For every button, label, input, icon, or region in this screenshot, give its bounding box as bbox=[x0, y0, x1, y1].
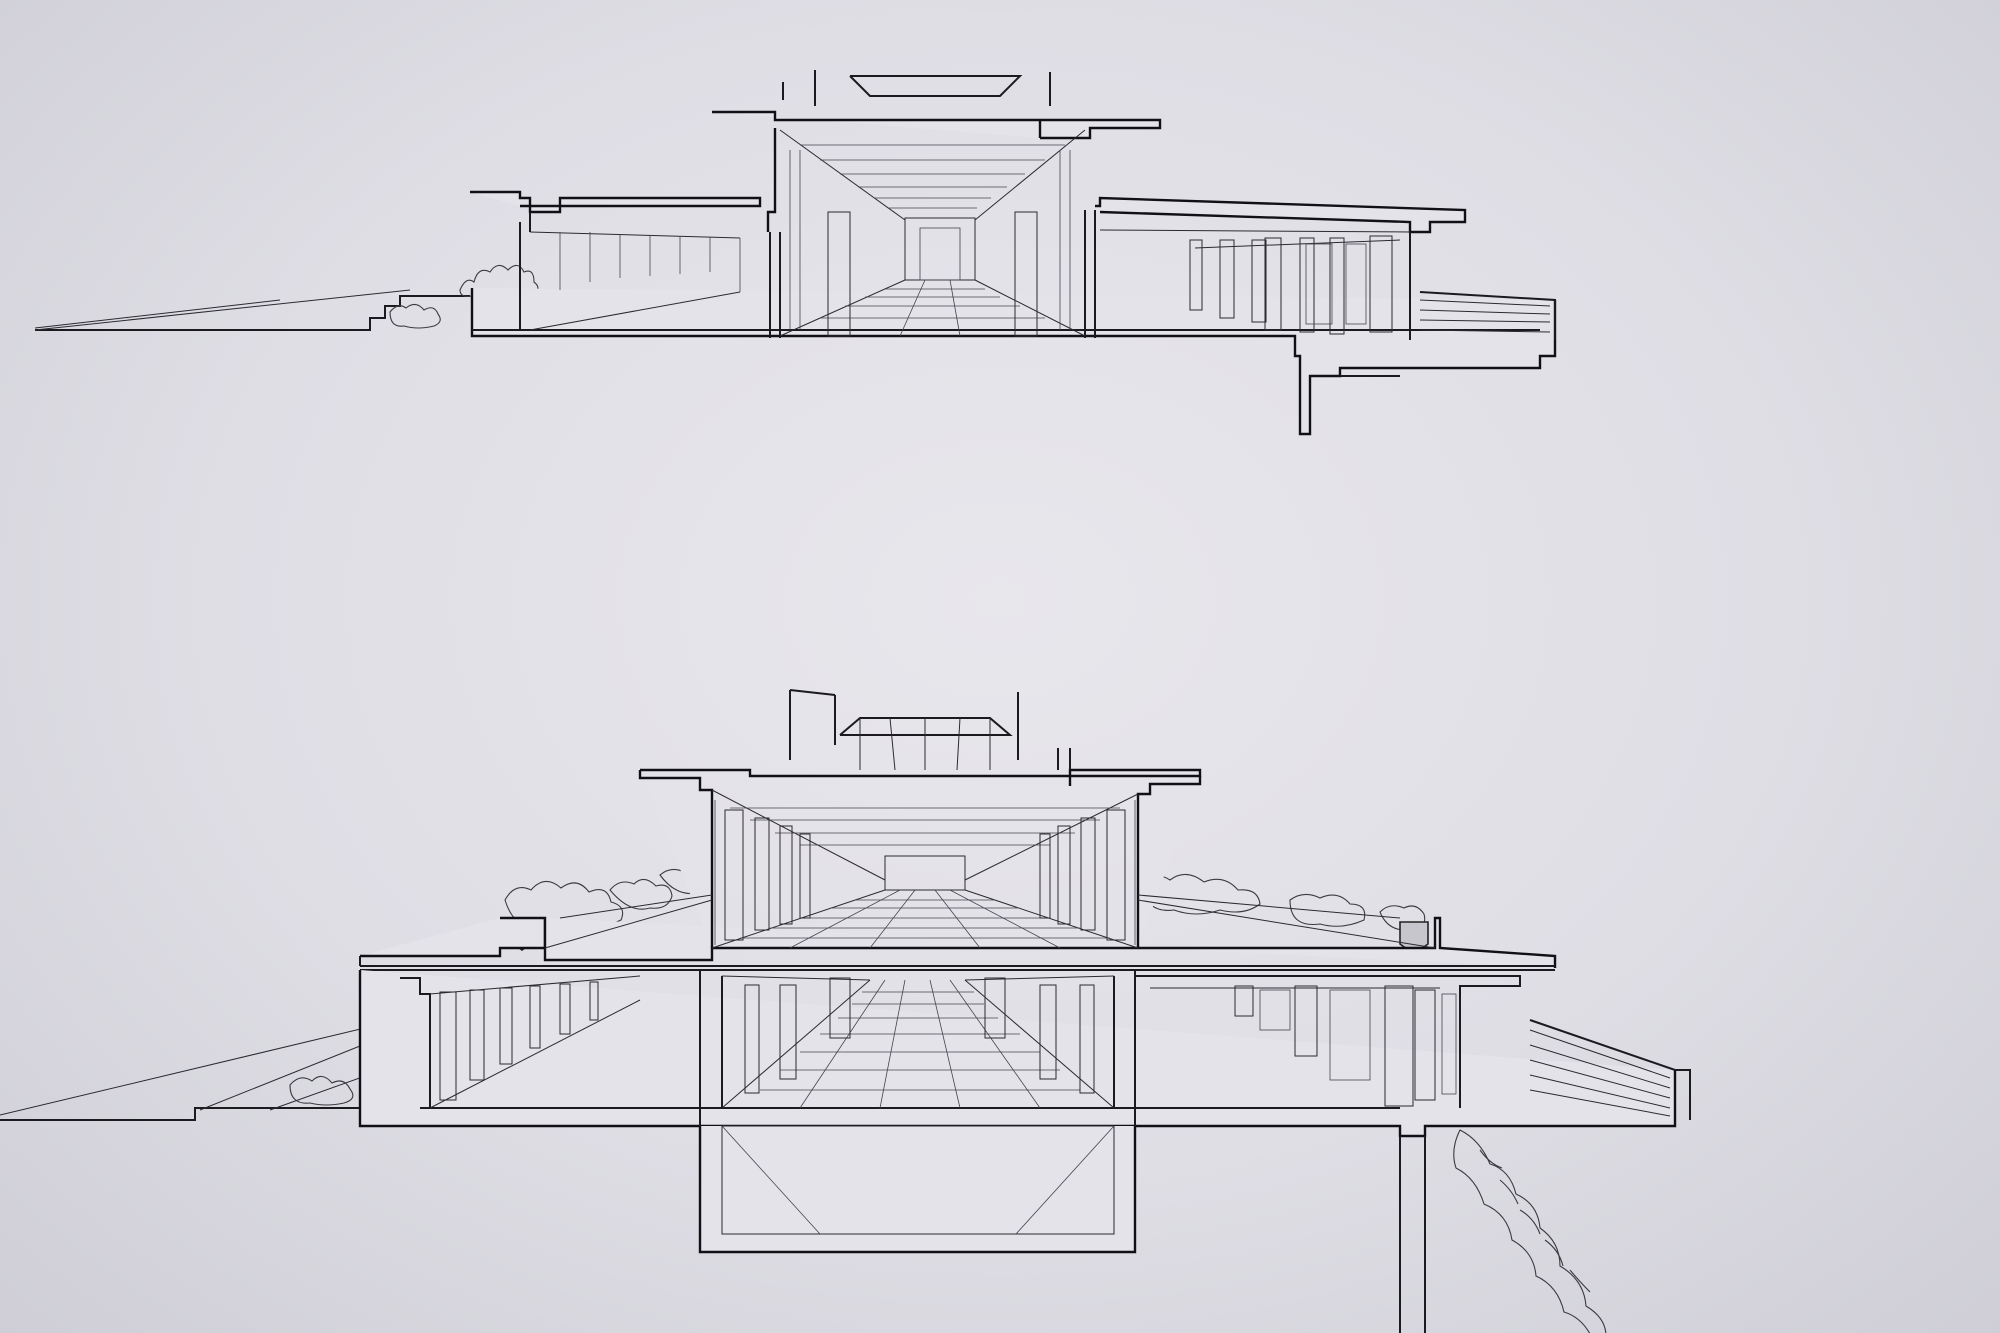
lower-right-wing-interior bbox=[1150, 985, 1457, 1107]
lower-left-wing-interior bbox=[429, 975, 641, 1109]
lower-main-corridor-perspective bbox=[721, 975, 1115, 1109]
upper-corridor-perspective bbox=[779, 129, 1086, 337]
upper-left-wing-interior bbox=[529, 231, 741, 331]
upper-section-cut bbox=[470, 70, 1557, 436]
lower-section-cut bbox=[358, 689, 1677, 1333]
lower-foliage-right bbox=[1139, 873, 1607, 1333]
lower-right-terrace-rail bbox=[1529, 1019, 1691, 1120]
upper-right-wing-interior bbox=[1099, 229, 1411, 335]
upper-ground-line bbox=[34, 289, 470, 331]
upper-right-terrace-rail bbox=[1419, 291, 1556, 340]
lower-upper-corridor-perspective bbox=[711, 789, 1139, 949]
lower-deck-perspective bbox=[544, 894, 1436, 949]
lower-ground-line bbox=[0, 1021, 411, 1121]
